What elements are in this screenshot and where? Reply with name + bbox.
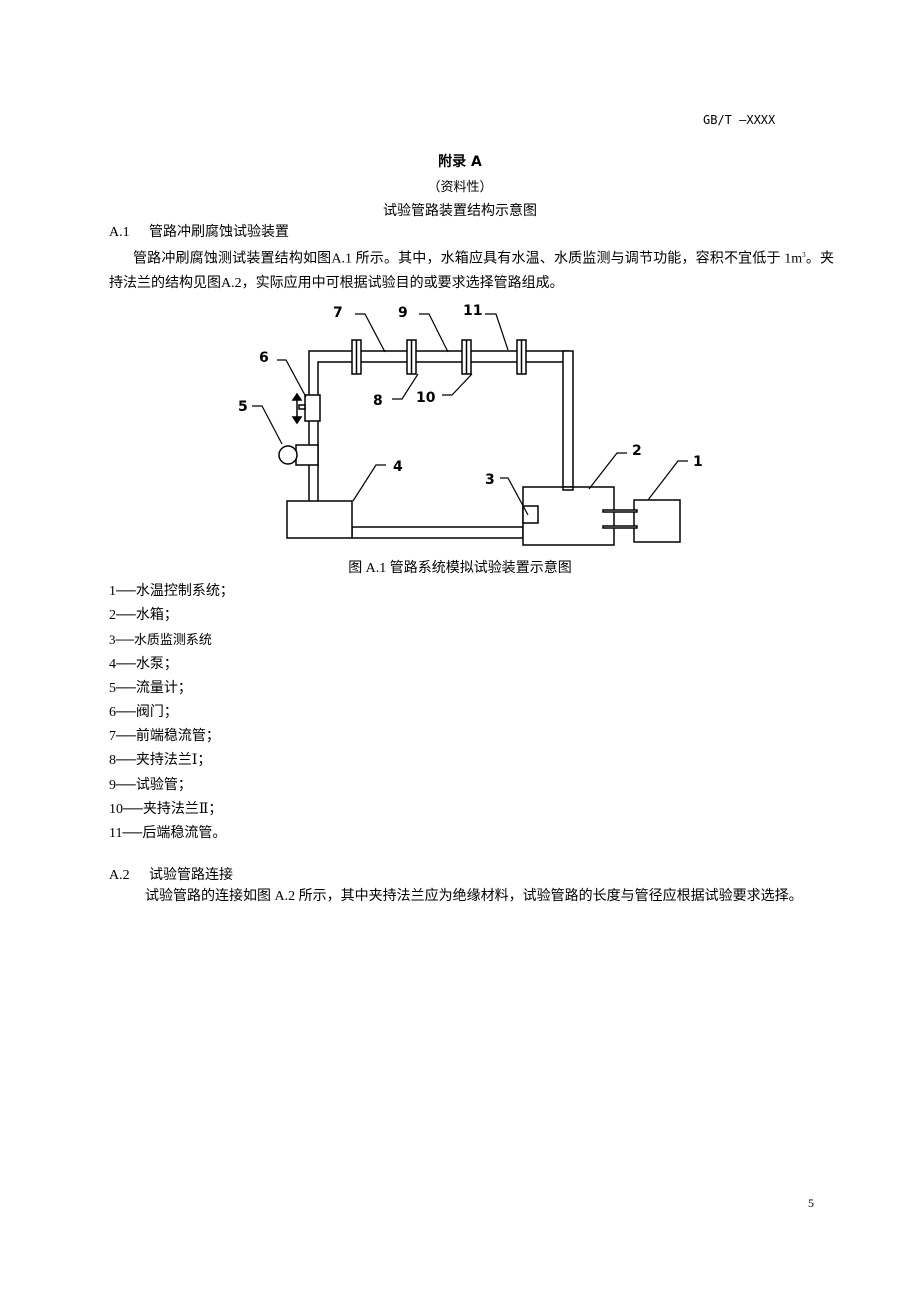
appendix-nature: （资料性）	[427, 179, 493, 194]
pipeline-diagram: 7 9 11 6 5 8 10 4 3 2 1	[238, 303, 703, 546]
return-pipe	[562, 350, 574, 491]
paragraph-text: 管路冲刷腐蚀测试装置结构如图A.1 所示。其中，水箱应具有水温、水质监测与调节功…	[133, 251, 803, 267]
label-10: 10	[416, 390, 436, 406]
section-number: A.2	[109, 868, 130, 883]
flowmeter-dial	[278, 445, 298, 465]
section-number: A.1	[109, 225, 130, 240]
label-9: 9	[398, 305, 408, 321]
legend-item: 10──夹持法兰Ⅱ；	[109, 801, 223, 817]
section-a1-heading: A.1 管路冲刷腐蚀试验装置	[109, 221, 289, 241]
figure-legend: 1──水温控制系统； 2──水箱； 3──水质监测系统 4──水泵； 5──流量…	[109, 580, 234, 846]
valve-handle	[298, 404, 306, 410]
pump	[286, 500, 353, 539]
legend-item: 11──后端稳流管。	[109, 826, 227, 842]
flowmeter-body	[295, 444, 319, 466]
double-arrow-icon	[291, 392, 303, 425]
paragraph-text: 。夹持法兰的结构见图A.2，实际应用中可根据试验目的或要求选择管路组成。	[109, 251, 835, 291]
label-11: 11	[463, 303, 482, 319]
legend-item: 1──水温控制系统；	[109, 584, 234, 599]
pipe-frame	[308, 350, 569, 502]
legend-item: 2──水箱；	[109, 608, 178, 624]
legend-item: 5──流量计；	[109, 680, 192, 696]
legend-item: 7──前端稳流管；	[109, 729, 220, 745]
legend-item: 8──夹持法兰Ⅰ；	[109, 753, 212, 769]
section-a2-paragraph: 试验管路的连接如图 A.2 所示，其中夹持法兰应为绝缘材料，试验管路的长度与管径…	[145, 889, 803, 904]
label-3: 3	[485, 472, 495, 488]
figure-caption: 图 A.1 管路系统模拟试验装置示意图	[348, 561, 572, 576]
bottom-pipe	[351, 526, 524, 539]
legend-item: 3──水质监测系统	[109, 632, 212, 648]
label-6: 6	[259, 350, 269, 366]
label-7: 7	[333, 305, 343, 321]
appendix-subtitle: 试验管路装置结构示意图	[383, 204, 537, 219]
label-1: 1	[693, 454, 703, 470]
connector	[602, 525, 638, 529]
section-title: 管路冲刷腐蚀试验装置	[149, 225, 289, 240]
legend-item: 4──水泵；	[109, 656, 178, 672]
water-quality-monitor	[522, 505, 539, 524]
section-a1-paragraph: 管路冲刷腐蚀测试装置结构如图A.1 所示。其中，水箱应具有水温、水质监测与调节功…	[109, 243, 834, 296]
label-2: 2	[632, 443, 642, 459]
temperature-controller	[633, 499, 681, 543]
page-number: 5	[808, 1196, 814, 1210]
legend-item: 6──阀门；	[109, 705, 178, 721]
appendix-title: 附录 A	[438, 154, 482, 170]
label-8: 8	[373, 393, 383, 409]
valve	[304, 394, 321, 422]
legend-item: 9──试验管；	[109, 777, 192, 793]
connector	[602, 509, 638, 513]
leader-lines	[252, 313, 688, 516]
superscript: 3	[802, 251, 806, 259]
label-5: 5	[238, 399, 248, 415]
section-a2-heading: A.2 试验管路连接	[109, 864, 233, 884]
label-4: 4	[393, 459, 403, 475]
section-title: 试验管路连接	[149, 868, 233, 883]
standard-code: GB/T —XXXX	[703, 113, 776, 127]
